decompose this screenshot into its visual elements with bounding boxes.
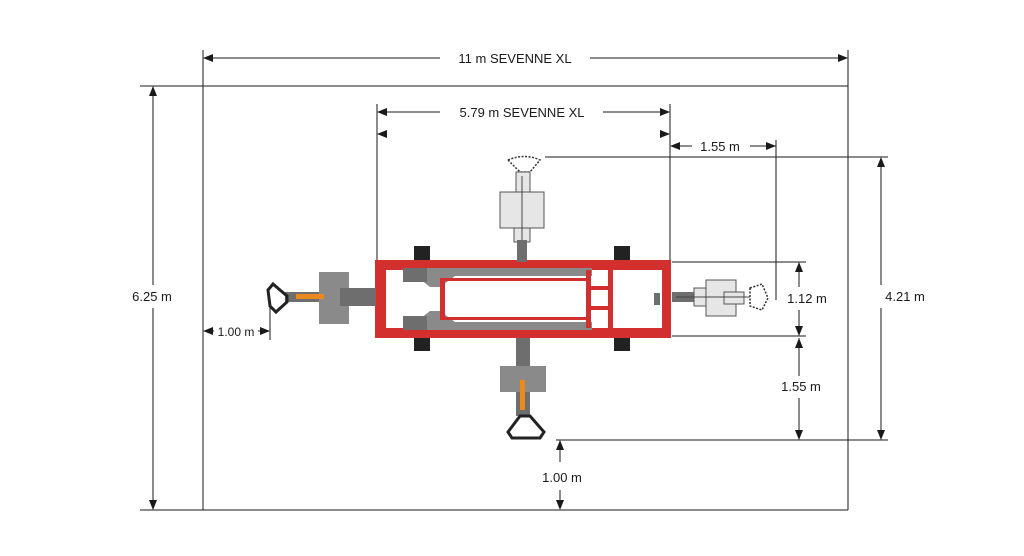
machine-length-dimension: 5.79 m SEVENNE XL bbox=[376, 104, 671, 262]
overall-height-label: 6.25 m bbox=[132, 289, 172, 304]
right-height-label: 4.21 m bbox=[885, 289, 925, 304]
right-offset-label: 1.55 m bbox=[700, 139, 740, 154]
left-clearance-label: 1.00 m bbox=[218, 325, 255, 339]
left-clearance-dimension: 1.00 m bbox=[203, 305, 271, 340]
overall-height-dimension: 6.25 m bbox=[132, 86, 172, 510]
bottom-offset-label: 1.55 m bbox=[781, 379, 821, 394]
right-height-dimension: 4.21 m bbox=[545, 156, 925, 441]
bottom-offset-dimension: 1.55 m bbox=[781, 338, 821, 440]
wheel-top-right bbox=[614, 246, 630, 260]
machine-width-label: 1.12 m bbox=[787, 291, 827, 306]
machine-chassis bbox=[375, 246, 671, 351]
overall-width-dimension: 11 m SEVENNE XL bbox=[202, 50, 849, 510]
wheel-bottom-left bbox=[414, 337, 430, 351]
machine-width-dimension: 1.12 m bbox=[672, 261, 827, 337]
overall-width-label: 11 m SEVENNE XL bbox=[458, 51, 571, 66]
machine-length-label: 5.79 m SEVENNE XL bbox=[460, 105, 585, 120]
wheel-top-left bbox=[414, 246, 430, 260]
outrigger-bottom bbox=[500, 338, 546, 440]
outrigger-left bbox=[266, 272, 376, 324]
bottom-clearance-label: 1.00 m bbox=[542, 470, 582, 485]
outrigger-right bbox=[672, 279, 769, 317]
bottom-clearance-dimension: 1.00 m bbox=[542, 440, 582, 510]
outrigger-top bbox=[499, 155, 545, 262]
right-offset-dimension: 1.55 m bbox=[670, 139, 777, 300]
wheel-bottom-right bbox=[614, 337, 630, 351]
